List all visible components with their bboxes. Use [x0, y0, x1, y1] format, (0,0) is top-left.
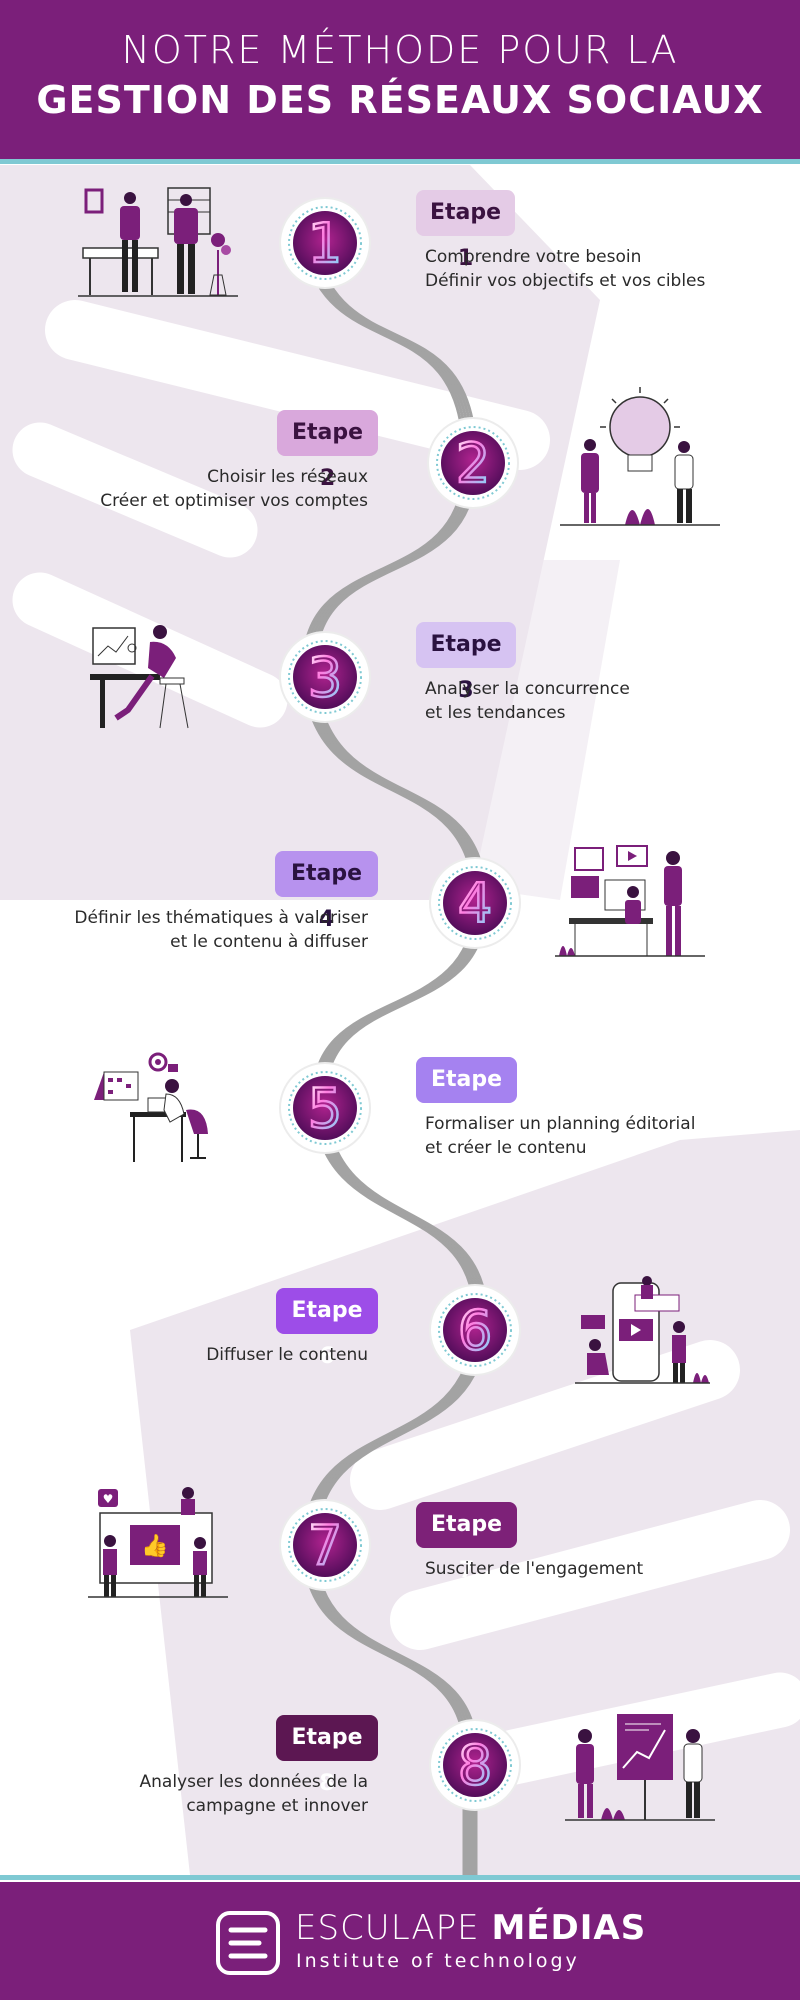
step-6-number-circle: 6 — [429, 1284, 521, 1376]
step-7-label: Etape 7 — [430, 1512, 503, 1583]
step-4-line-2: et le contenu à diffuser — [170, 932, 368, 952]
page-footer — [0, 1882, 800, 2000]
title-line-2: GESTION DES RÉSEAUX SOCIAUX — [36, 78, 764, 122]
brand-tagline: Institute of technology — [296, 1950, 580, 1972]
engagement-likes-illustration: ♥ 👍 — [88, 1487, 228, 1598]
title-line-1: NOTRE MÉTHODE POUR LA — [121, 28, 679, 72]
step-7-number-circle: 7 — [279, 1499, 371, 1591]
step-4-line-1: Définir les thématiques à valoriser — [74, 908, 368, 928]
step-5-label: Etape 5 — [430, 1067, 503, 1138]
planning-calendar-illustration — [94, 1052, 208, 1162]
step-1-label: Etape 1 — [429, 200, 502, 271]
step-2-line-1: Choisir les réseaux — [207, 467, 368, 487]
step-4-badge: Etape 4 — [275, 851, 378, 932]
step-8-label: Etape 8 — [291, 1725, 363, 1796]
step-5-description: Formaliser un planning éditorial et crée… — [425, 1112, 725, 1160]
step-6-label: Etape 6 — [291, 1298, 363, 1369]
page-header: NOTRE MÉTHODE POUR LA GESTION DES RÉSEAU… — [0, 0, 800, 160]
step-7-badge: Etape 7 — [416, 1502, 517, 1583]
step-8-number: 8 — [458, 1734, 492, 1797]
step-8-badge: Etape 8 — [276, 1715, 378, 1796]
step-6-line-1: Diffuser le contenu — [206, 1345, 368, 1365]
step-3-label: Etape 3 — [430, 632, 502, 703]
step-4-label: Etape 4 — [290, 861, 363, 932]
lightbulb-idea-illustration — [560, 387, 720, 526]
step-3-line-1: Analyser la concurrence — [425, 679, 630, 699]
step-1-description: Comprendre votre besoin Définir vos obje… — [425, 245, 725, 293]
brand-name-light: ESCULAPE — [295, 1908, 492, 1948]
content-screens-illustration — [555, 845, 705, 957]
step-6-badge: Etape 6 — [276, 1288, 378, 1369]
step-4-number: 4 — [458, 872, 492, 935]
brand-name-bold: MÉDIAS — [491, 1908, 647, 1948]
step-7-description: Susciter de l'engagement — [425, 1557, 725, 1581]
step-2-line-2: Créer et optimiser vos comptes — [100, 491, 368, 511]
step-1-number-circle: 1 — [279, 197, 371, 289]
step-5-number: 5 — [308, 1077, 342, 1140]
footer-divider — [0, 1875, 800, 1880]
step-3-number: 3 — [308, 646, 342, 709]
step-2-number: 2 — [456, 432, 490, 495]
meeting-office-illustration — [78, 187, 238, 297]
step-7-number: 7 — [308, 1514, 342, 1577]
header-divider — [0, 159, 800, 164]
step-1-number: 1 — [308, 212, 342, 275]
step-8-line-1: Analyser les données de la — [139, 1772, 368, 1792]
step-2-label: Etape 2 — [291, 420, 364, 491]
step-6-description: Diffuser le contenu — [68, 1343, 368, 1367]
step-2-number-circle: 2 — [427, 417, 519, 509]
step-5-line-2: et créer le contenu — [425, 1138, 587, 1158]
analysis-desk-illustration — [90, 625, 189, 729]
step-8-description: Analyser les données de la campagne et i… — [68, 1770, 368, 1818]
step-3-badge: Etape 3 — [416, 622, 516, 703]
step-7-line-1: Susciter de l'engagement — [425, 1559, 644, 1579]
data-presentation-illustration — [565, 1714, 715, 1821]
step-5-number-circle: 5 — [279, 1062, 371, 1154]
brand-name: ESCULAPE MÉDIAS — [295, 1908, 646, 1948]
smartphone-publishing-illustration — [575, 1276, 710, 1384]
step-5-badge: Etape 5 — [416, 1057, 517, 1138]
svg-text:♥: ♥ — [103, 1492, 114, 1506]
step-1-line-1: Comprendre votre besoin — [425, 247, 642, 267]
step-4-description: Définir les thématiques à valoriser et l… — [68, 906, 368, 954]
esculape-logo-icon — [216, 1911, 280, 1975]
step-2-badge: Etape 2 — [277, 410, 378, 491]
step-1-line-2: Définir vos objectifs et vos cibles — [425, 271, 706, 291]
step-8-line-2: campagne et innover — [186, 1796, 368, 1816]
step-3-number-circle: 3 — [279, 631, 371, 723]
step-6-number: 6 — [458, 1299, 492, 1362]
step-1-badge: Etape 1 — [416, 190, 515, 271]
step-4-number-circle: 4 — [429, 857, 521, 949]
svg-text:👍: 👍 — [141, 1533, 168, 1559]
step-3-line-2: et les tendances — [425, 703, 566, 723]
step-8-number-circle: 8 — [429, 1719, 521, 1811]
step-2-description: Choisir les réseaux Créer et optimiser v… — [68, 465, 368, 513]
step-5-line-1: Formaliser un planning éditorial — [425, 1114, 696, 1134]
step-3-description: Analyser la concurrence et les tendances — [425, 677, 725, 725]
